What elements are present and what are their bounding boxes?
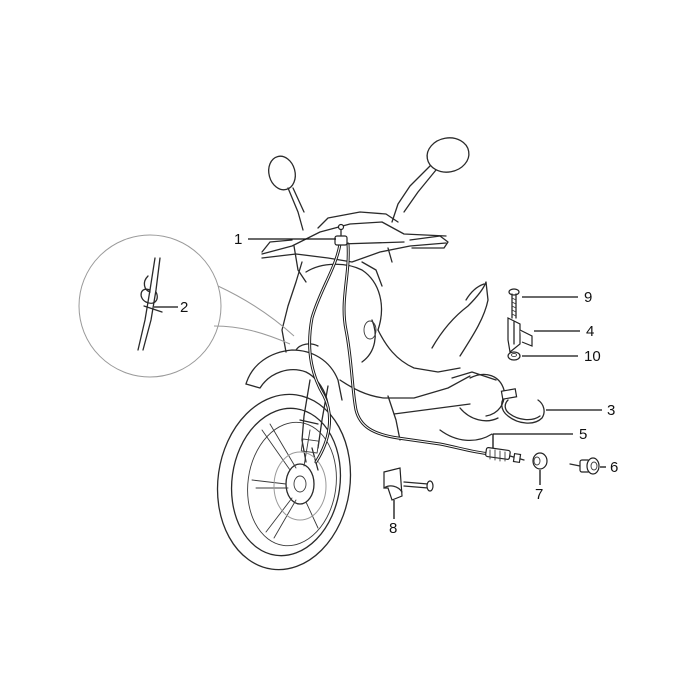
inset-cable-clip — [137, 257, 163, 351]
callout-10: 10 — [522, 348, 601, 365]
callout-6: 6 — [600, 459, 618, 476]
cable-clip-bracket-part — [507, 317, 533, 354]
callout-label: 4 — [586, 323, 594, 340]
scooter-illustration — [216, 137, 525, 571]
fitting-part — [569, 457, 600, 475]
callout-label: 8 — [389, 520, 397, 537]
right-mirror — [391, 137, 470, 223]
seat — [431, 281, 505, 441]
front-shield — [245, 261, 383, 405]
callout-label: 2 — [180, 299, 188, 316]
speedometer-cable — [308, 223, 525, 464]
callout-label: 6 — [610, 459, 618, 476]
callout-5: 5 — [492, 426, 587, 448]
detail-inset — [78, 234, 295, 378]
front-wheel — [216, 393, 352, 571]
callout-3: 3 — [546, 402, 615, 419]
callout-label: 10 — [584, 348, 601, 365]
callouts: 1 2 3 4 5 6 7 8 — [154, 231, 618, 537]
callout-8: 8 — [389, 500, 397, 537]
callout-7: 7 — [535, 470, 543, 503]
callout-9: 9 — [522, 289, 592, 306]
left-mirror — [268, 155, 305, 231]
screw-part — [508, 288, 520, 319]
callout-4: 4 — [534, 323, 594, 340]
handlebar — [261, 211, 449, 283]
callout-label: 3 — [607, 402, 615, 419]
nut-part — [507, 351, 521, 361]
callout-1: 1 — [234, 231, 336, 248]
callout-label: 7 — [535, 486, 543, 503]
callout-2: 2 — [154, 299, 188, 316]
band-clamp-part — [500, 388, 545, 424]
grommet-part — [532, 452, 548, 470]
callout-label: 5 — [579, 426, 587, 443]
callout-label: 9 — [584, 289, 592, 306]
floorboard — [339, 329, 471, 441]
cable-holder-clip-part — [383, 467, 434, 501]
callout-label: 1 — [234, 231, 242, 248]
